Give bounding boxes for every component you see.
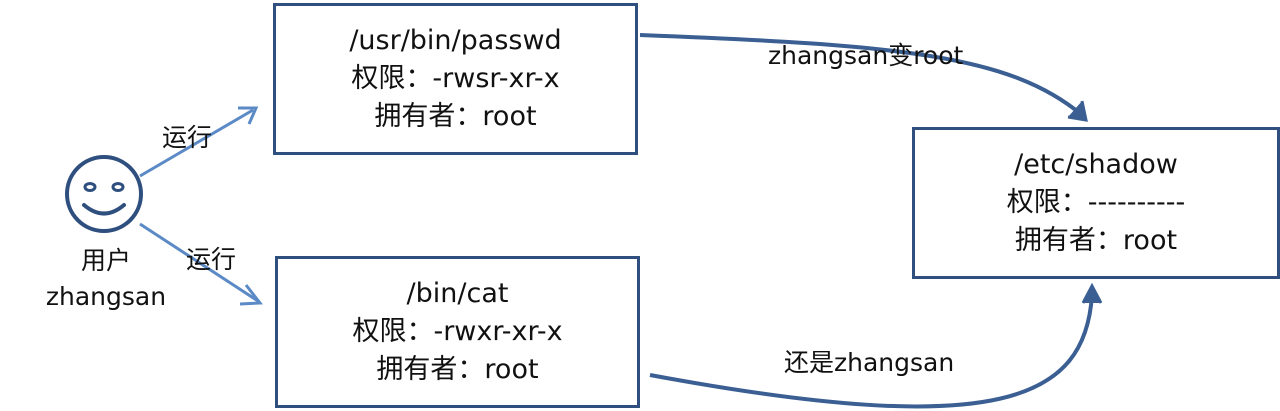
edge-label-still-zhangsan: 还是zhangsan [784,348,955,377]
arrow-cat-to-shadow [649,282,1103,409]
box-bin-cat: /bin/cat 权限：-rwxr-xr-x 拥有者：root [275,256,640,408]
smiley-face-icon [65,155,143,233]
box-permission: 权限：-rwsr-xr-x [351,63,560,94]
box-owner: 拥有者：root [374,101,537,132]
box-path: /etc/shadow [1014,149,1178,180]
arrow-user-to-cat [139,222,263,306]
box-etc-shadow: /etc/shadow 权限：---------- 拥有者：root [912,127,1280,279]
box-permission: 权限：-rwxr-xr-x [352,316,563,347]
box-owner: 拥有者：root [1014,225,1178,256]
arrow-passwd-to-shadow [639,33,1088,122]
user-title: 用户 [80,246,131,275]
user-name: zhangsan [45,282,167,311]
user-label: 用户 zhangsan [42,243,170,315]
edge-label-run-bottom: 运行 [186,245,237,274]
arrow-user-to-passwd [139,106,259,178]
edge-label-run-top: 运行 [162,123,213,152]
box-owner: 拥有者：root [376,354,539,385]
edge-label-zhangsan-to-root: zhangsan变root [768,41,964,70]
box-path: /bin/cat [406,278,509,309]
box-usr-bin-passwd: /usr/bin/passwd 权限：-rwsr-xr-x 拥有者：root [273,3,638,155]
box-path: /usr/bin/passwd [349,25,562,56]
box-permission: 权限：---------- [1006,187,1186,218]
